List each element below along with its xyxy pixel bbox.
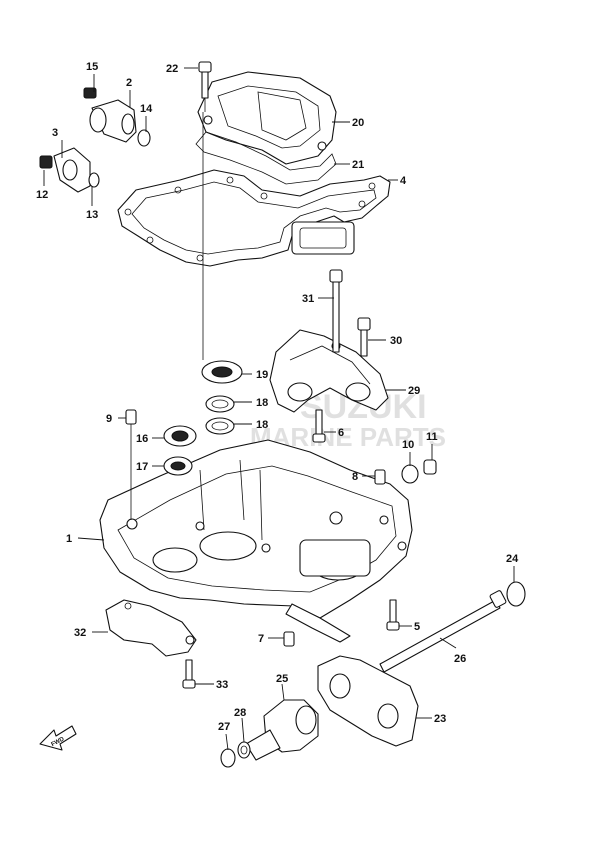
callout-6: 6 bbox=[338, 427, 344, 439]
callout-19: 19 bbox=[256, 369, 268, 381]
callout-28: 28 bbox=[234, 707, 246, 719]
callout-16: 16 bbox=[136, 433, 148, 445]
callout-27: 27 bbox=[218, 721, 230, 733]
washer-24 bbox=[506, 581, 526, 607]
callout-22: 22 bbox=[166, 63, 178, 75]
bearing-17 bbox=[163, 456, 193, 476]
bearing-16 bbox=[163, 425, 197, 447]
bracket-29 bbox=[269, 329, 389, 413]
gasket-4 bbox=[117, 169, 391, 267]
dowel-8 bbox=[374, 469, 386, 485]
bracket-32 bbox=[105, 599, 197, 657]
o-ring-18b bbox=[205, 417, 235, 435]
oil-seal-19 bbox=[201, 360, 243, 384]
callout-14: 14 bbox=[140, 103, 153, 115]
fitting-3 bbox=[39, 147, 100, 193]
callout-2: 2 bbox=[126, 77, 132, 89]
callout-3: 3 bbox=[52, 127, 58, 139]
callout-32: 32 bbox=[74, 627, 86, 639]
callout-17: 17 bbox=[136, 461, 148, 473]
callout-25: 25 bbox=[276, 673, 288, 685]
gasket-21 bbox=[195, 131, 337, 185]
washer-27 bbox=[220, 748, 236, 768]
callout-13: 13 bbox=[86, 209, 98, 221]
long-bolt-26 bbox=[379, 590, 507, 673]
callout-12: 12 bbox=[36, 189, 48, 201]
callout-11: 11 bbox=[426, 431, 438, 443]
cover-plate-20 bbox=[197, 71, 337, 165]
mount-bracket-23 bbox=[317, 655, 419, 747]
callout-5: 5 bbox=[414, 621, 420, 633]
leader-lines bbox=[43, 67, 515, 751]
fwd-arrow-icon: FWD bbox=[39, 725, 77, 751]
plug-11 bbox=[423, 459, 437, 475]
o-ring-10 bbox=[401, 464, 419, 484]
callout-33: 33 bbox=[216, 679, 228, 691]
callout-23: 23 bbox=[434, 713, 446, 725]
housing-1 bbox=[99, 439, 413, 643]
callout-labels: 15 2 14 3 12 13 22 20 21 4 31 30 19 18 1… bbox=[36, 61, 519, 733]
bolt-5 bbox=[386, 599, 400, 631]
callout-24: 24 bbox=[506, 553, 519, 565]
callout-8: 8 bbox=[352, 471, 358, 483]
callout-31: 31 bbox=[302, 293, 314, 305]
dowel-9 bbox=[125, 409, 137, 520]
callout-1: 1 bbox=[66, 533, 72, 545]
bolt-30 bbox=[357, 317, 371, 357]
callout-30: 30 bbox=[390, 335, 402, 347]
dowel-7 bbox=[283, 631, 295, 647]
bolt-6 bbox=[312, 409, 326, 443]
callout-10: 10 bbox=[402, 439, 414, 451]
callout-15: 15 bbox=[86, 61, 98, 73]
callout-9: 9 bbox=[106, 413, 112, 425]
washer-28 bbox=[237, 741, 251, 759]
callout-4: 4 bbox=[400, 175, 407, 187]
o-ring-18a bbox=[205, 395, 235, 413]
callout-7: 7 bbox=[258, 633, 264, 645]
rubber-mount-25 bbox=[245, 699, 319, 761]
callout-18a: 18 bbox=[256, 397, 268, 409]
bolt-22 bbox=[198, 61, 212, 112]
callout-20: 20 bbox=[352, 117, 364, 129]
callout-26: 26 bbox=[454, 653, 466, 665]
callout-29: 29 bbox=[408, 385, 420, 397]
callout-18b: 18 bbox=[256, 419, 268, 431]
callout-21: 21 bbox=[352, 159, 364, 171]
bolt-31 bbox=[329, 269, 343, 353]
fitting-2 bbox=[83, 87, 151, 147]
bolt-33 bbox=[182, 659, 196, 689]
